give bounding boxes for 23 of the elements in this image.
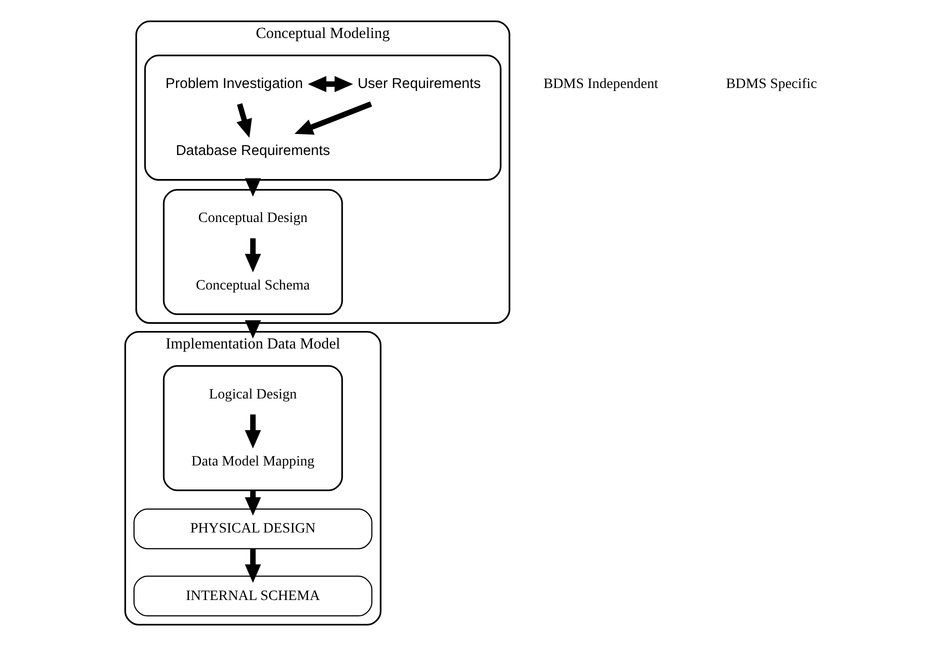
arrow [294,101,372,135]
label: BDMS Specific [726,76,816,92]
node-text: Database Requirements [175,142,330,159]
node-text: Problem Investigation [164,76,302,92]
node-text: Data Model Mapping [190,453,314,470]
arrow [307,76,353,92]
cluster [162,365,342,492]
arrow [244,414,260,449]
arrow [244,490,260,516]
node-box: PHYSICAL DESIGN [132,508,372,550]
arrow [244,548,260,583]
node-text: Conceptual Schema [195,277,310,294]
label: BDMS Independent [542,76,658,92]
cluster [162,188,342,316]
arrow [244,320,260,339]
node-text: User Requirements [357,76,480,92]
arrow [244,238,260,272]
cluster [144,54,501,181]
arrow [244,178,260,197]
arrow [236,103,252,138]
node-text: Conceptual Design [198,210,308,226]
node-text: Logical Design [208,386,296,402]
node-box: INTERNAL SCHEMA [132,576,372,616]
